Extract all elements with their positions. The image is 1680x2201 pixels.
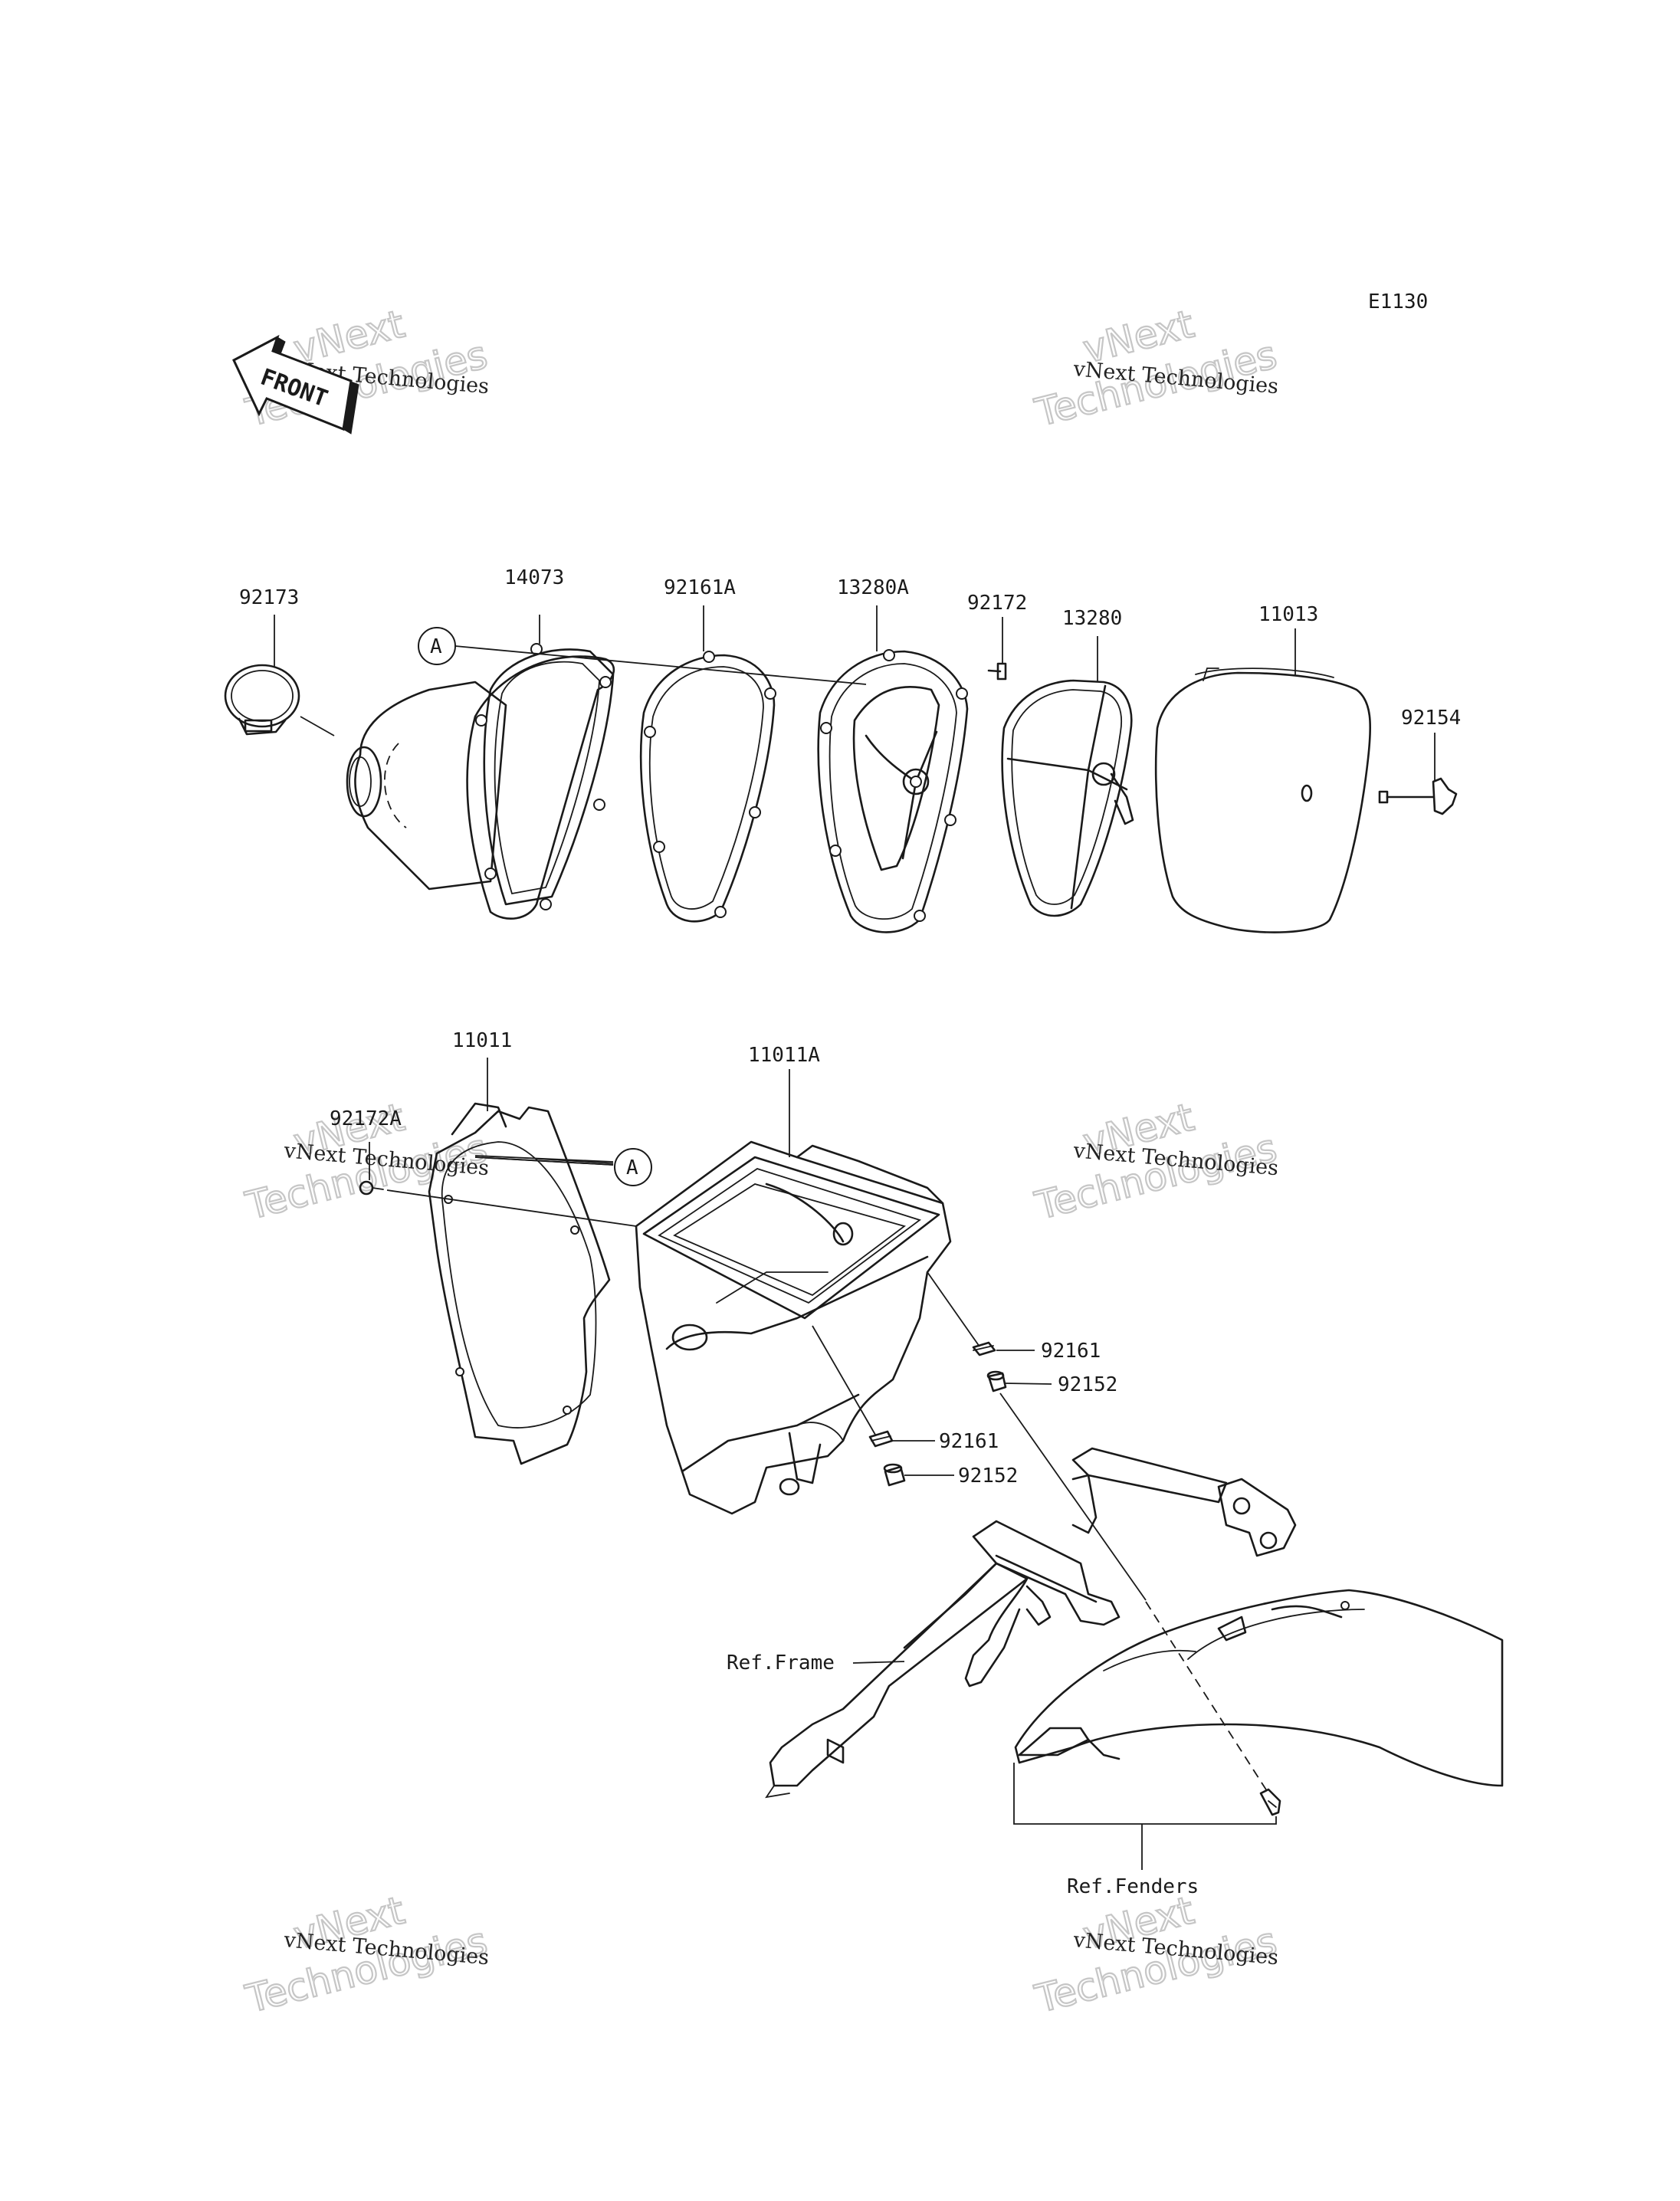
diagram-code: E1130 <box>1368 290 1428 313</box>
part-11011-side-cover <box>428 1102 611 1465</box>
part-92172-screw <box>987 662 1007 681</box>
part-13280-filter-cage <box>1001 679 1134 917</box>
part-92161-grommet-upper <box>972 1341 996 1356</box>
label-14073: 14073 <box>504 566 564 589</box>
svg-text:A: A <box>626 1156 638 1179</box>
ref-marker-a-bottom: A <box>614 1148 652 1186</box>
part-air-duct <box>346 681 507 891</box>
label-11011: 11011 <box>452 1029 512 1052</box>
label-11011A: 11011A <box>748 1044 820 1067</box>
part-11011A-air-box <box>635 1140 952 1515</box>
label-92172A: 92172A <box>330 1107 402 1130</box>
ref-marker-a-top: A <box>418 627 456 665</box>
label-92161-lower: 92161 <box>939 1430 999 1453</box>
part-ref-fenders <box>1014 1589 1504 1787</box>
label-11013: 11013 <box>1258 603 1318 626</box>
part-92154-wing-bolt <box>1378 777 1458 815</box>
watermark-top-right: vNext Technologies <box>1030 300 1282 435</box>
label-ref-frame: Ref.Frame <box>727 1652 835 1675</box>
label-92152-lower: 92152 <box>958 1465 1018 1488</box>
label-92154: 92154 <box>1401 707 1461 730</box>
part-92173-clamp <box>224 664 300 736</box>
part-92172A-screw <box>359 1180 384 1196</box>
label-92152-upper: 92152 <box>1058 1373 1117 1396</box>
label-92173: 92173 <box>239 586 299 609</box>
part-92161A-gasket <box>639 651 776 923</box>
front-direction-arrow-icon: FRONT <box>232 334 359 435</box>
part-fender-bolt <box>1259 1788 1281 1816</box>
part-92152-collar-lower <box>883 1463 906 1487</box>
label-92172: 92172 <box>967 592 1027 615</box>
label-13280: 13280 <box>1062 607 1122 630</box>
part-92161-grommet-lower <box>868 1430 894 1448</box>
part-ref-frame <box>765 1447 1297 1799</box>
label-92161-upper: 92161 <box>1041 1340 1101 1363</box>
part-14073-gasket <box>466 643 615 920</box>
part-13280A-filter-frame <box>817 649 969 933</box>
label-ref-fenders: Ref.Fenders <box>1067 1875 1199 1898</box>
part-92152-collar-upper <box>986 1370 1007 1392</box>
part-11013-air-filter <box>1154 668 1372 933</box>
label-92161A: 92161A <box>664 576 736 599</box>
label-13280A: 13280A <box>837 576 909 599</box>
svg-text:A: A <box>430 635 442 658</box>
